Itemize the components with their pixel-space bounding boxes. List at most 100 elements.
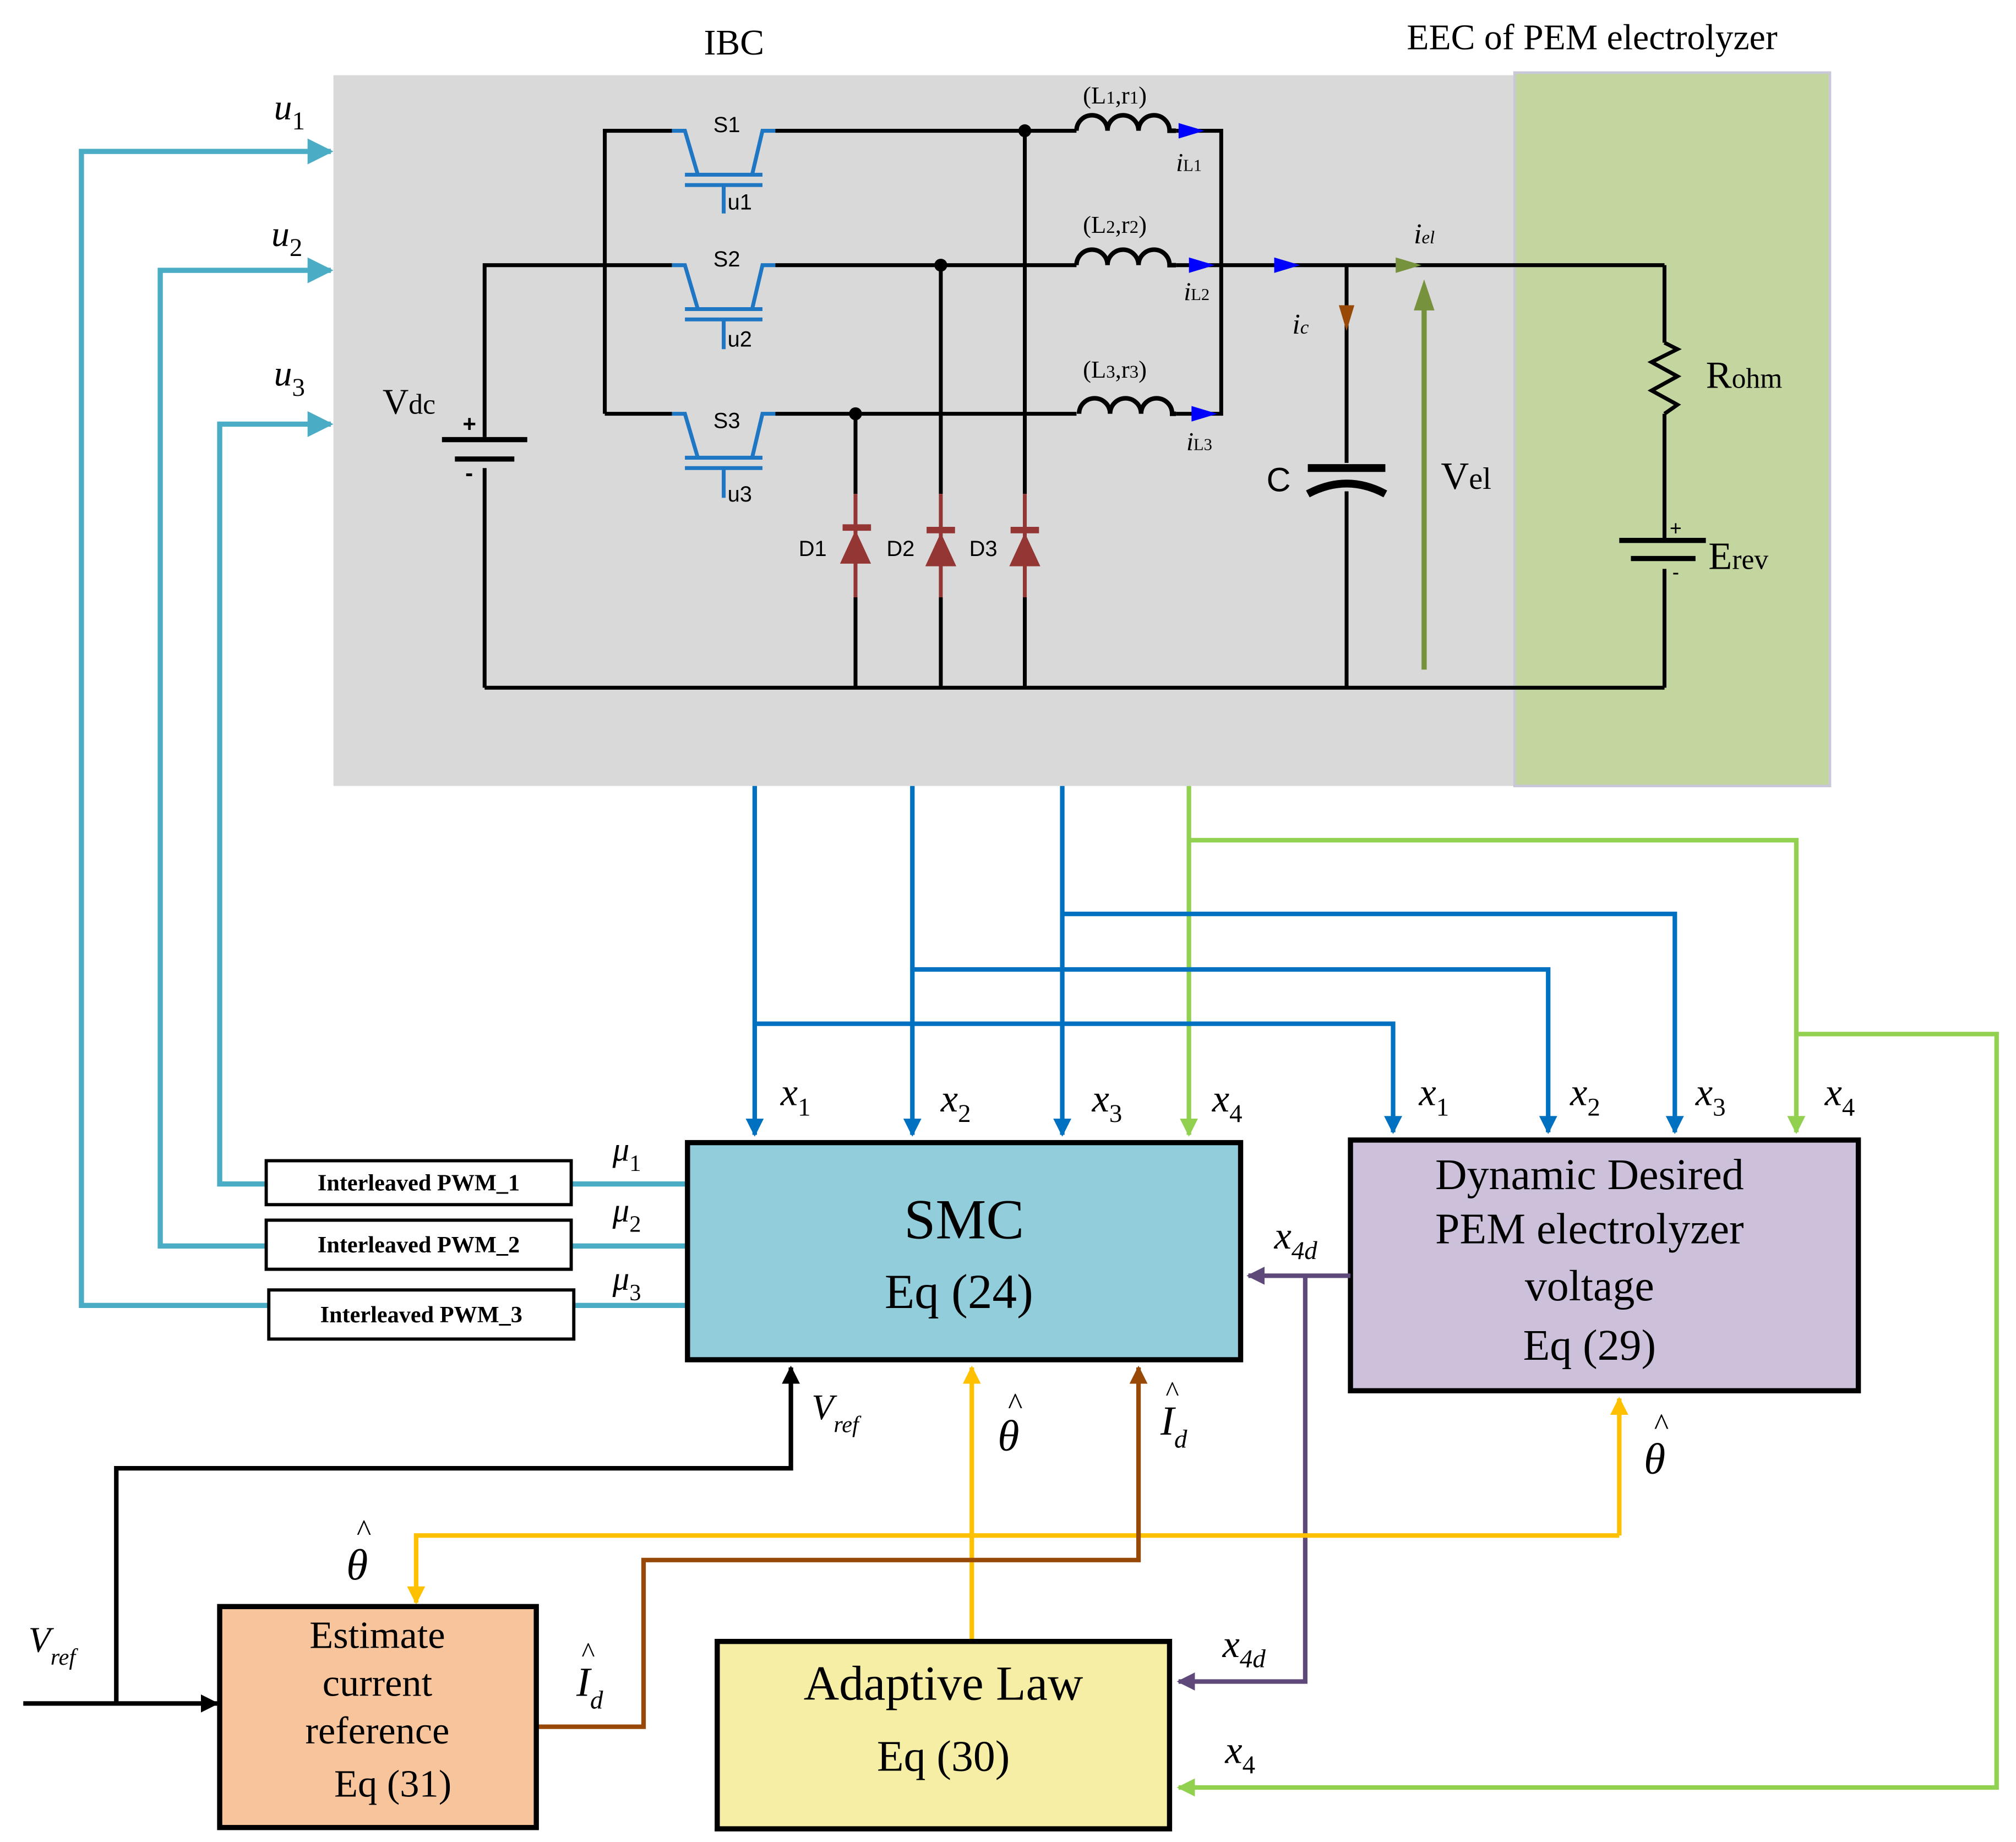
svg-text:x4: x4 bbox=[1824, 1071, 1855, 1122]
svg-text:θ: θ bbox=[346, 1541, 368, 1589]
theta-hat-lines bbox=[407, 1365, 1628, 1642]
svg-text:D2: D2 bbox=[886, 537, 914, 561]
eec-title: EEC of PEM electrolyzer bbox=[1407, 18, 1778, 58]
svg-text:x2: x2 bbox=[1570, 1071, 1600, 1122]
svg-text:PEM electrolyzer: PEM electrolyzer bbox=[1435, 1205, 1744, 1254]
svg-text:μ1: μ1 bbox=[612, 1131, 641, 1176]
ibc-title: IBC bbox=[704, 23, 765, 63]
estimate-current-reference-block: Estimate current reference Eq (31) bbox=[217, 1604, 539, 1830]
svg-text:μ2: μ2 bbox=[612, 1192, 641, 1238]
svg-text:S2: S2 bbox=[713, 247, 740, 271]
state-feedback-lines bbox=[745, 786, 1999, 1797]
vel-label: Vel bbox=[1441, 455, 1491, 498]
svg-text:x2: x2 bbox=[940, 1077, 971, 1128]
svg-text:θ: θ bbox=[1644, 1435, 1665, 1484]
u3-label: u3 bbox=[274, 353, 305, 402]
svg-text:(L2,r2): (L2,r2) bbox=[1083, 211, 1147, 238]
vdc-plus: + bbox=[462, 411, 476, 437]
svg-text:x3: x3 bbox=[1695, 1071, 1726, 1122]
switch-s1 bbox=[672, 129, 776, 214]
u2-line bbox=[157, 257, 334, 1249]
svg-text:θ: θ bbox=[998, 1412, 1019, 1460]
svg-text:Eq (24): Eq (24) bbox=[885, 1265, 1033, 1319]
eec-section bbox=[1513, 71, 1832, 788]
inductors bbox=[1074, 113, 1176, 416]
svg-text:voltage: voltage bbox=[1525, 1262, 1654, 1310]
capacitor-label: C bbox=[1266, 461, 1290, 498]
iel-label: iel bbox=[1414, 219, 1435, 250]
ic-arrow bbox=[1338, 305, 1355, 331]
state-labels-ddv: x1 x2 x3 x4 bbox=[1418, 1071, 1855, 1122]
x4d-label-smc: x4d bbox=[1274, 1214, 1318, 1265]
svg-text:^: ^ bbox=[357, 1514, 371, 1548]
pwm-block-3: Interleaved PWM_3 bbox=[267, 1288, 576, 1341]
svg-text:^: ^ bbox=[1654, 1408, 1669, 1442]
svg-text:Interleaved PWM_2: Interleaved PWM_2 bbox=[318, 1232, 520, 1258]
vref-lines bbox=[23, 1365, 800, 1713]
svg-text:x1: x1 bbox=[1418, 1071, 1449, 1122]
svg-text:SMC: SMC bbox=[904, 1188, 1024, 1251]
switch-labels: S1 u1 S2 u2 S3 u3 bbox=[713, 113, 752, 506]
x4d-lines bbox=[1176, 1266, 1351, 1691]
dynamic-desired-voltage-block: Dynamic Desired PEM electrolyzer voltage… bbox=[1348, 1137, 1861, 1393]
svg-text:iL2: iL2 bbox=[1184, 277, 1209, 306]
svg-text:^: ^ bbox=[1165, 1376, 1179, 1408]
vdc-source: + - Vdc bbox=[383, 382, 527, 486]
switch-s3 bbox=[672, 412, 776, 498]
svg-text:x3: x3 bbox=[1092, 1077, 1123, 1128]
inductor-current-arrows bbox=[1178, 123, 1300, 422]
mu-labels: μ1 μ2 μ3 bbox=[612, 1131, 641, 1306]
rohm-label: Rohm bbox=[1706, 354, 1783, 397]
inductor-labels: (L1,r1) (L2,r2) (L3,r3) bbox=[1083, 81, 1147, 383]
svg-text:iL1: iL1 bbox=[1176, 148, 1202, 177]
x4d-label-adaptive: x4d bbox=[1222, 1623, 1266, 1674]
svg-text:u3: u3 bbox=[728, 482, 752, 506]
svg-text:Adaptive Law: Adaptive Law bbox=[804, 1656, 1083, 1710]
vdc-label: Vdc bbox=[383, 382, 435, 422]
svg-text:S1: S1 bbox=[713, 113, 740, 137]
switch-s2 bbox=[672, 263, 776, 350]
svg-text:u1: u1 bbox=[728, 190, 752, 215]
svg-text:x4: x4 bbox=[1212, 1077, 1243, 1128]
erev-label: Erev bbox=[1708, 535, 1768, 577]
svg-text:Interleaved PWM_3: Interleaved PWM_3 bbox=[320, 1302, 522, 1328]
pwm-block-2: Interleaved PWM_2 bbox=[264, 1218, 573, 1271]
diode-labels: D1 D2 D3 bbox=[799, 537, 998, 561]
svg-text:+: + bbox=[1670, 516, 1682, 539]
svg-text:Eq (31): Eq (31) bbox=[334, 1762, 451, 1805]
svg-text:D1: D1 bbox=[799, 537, 827, 561]
svg-text:reference: reference bbox=[306, 1709, 450, 1752]
svg-text:Estimate: Estimate bbox=[309, 1614, 445, 1656]
rohm-resistor bbox=[1647, 341, 1682, 416]
svg-text:Id: Id bbox=[576, 1659, 603, 1714]
u-signal-lines bbox=[79, 138, 688, 1309]
svg-text:μ3: μ3 bbox=[612, 1261, 641, 1306]
theta-hat-labels: θ ^ θ ^ θ ^ bbox=[346, 1387, 1669, 1589]
id-hat-line bbox=[536, 1365, 1148, 1729]
svg-text:x1: x1 bbox=[780, 1071, 811, 1122]
svg-text:Id: Id bbox=[1160, 1398, 1187, 1453]
svg-text:-: - bbox=[1672, 560, 1680, 584]
svg-text:current: current bbox=[323, 1661, 433, 1704]
svg-text:Eq (30): Eq (30) bbox=[877, 1732, 1010, 1780]
inductor-current-labels: iL1 iL2 iL3 bbox=[1176, 148, 1212, 456]
pwm-block-1: Interleaved PWM_1 bbox=[264, 1159, 573, 1207]
u-labels: u1 u2 u3 bbox=[271, 87, 305, 401]
svg-text:Interleaved PWM_1: Interleaved PWM_1 bbox=[318, 1170, 520, 1196]
u2-label: u2 bbox=[271, 214, 302, 262]
svg-text:S3: S3 bbox=[713, 408, 740, 433]
svg-text:^: ^ bbox=[581, 1637, 595, 1669]
u1-line bbox=[79, 138, 334, 1309]
vref-label-input: Vref bbox=[29, 1620, 79, 1670]
iel-arrow bbox=[1396, 257, 1422, 273]
svg-text:^: ^ bbox=[1008, 1387, 1022, 1421]
svg-text:(L3,r3): (L3,r3) bbox=[1083, 356, 1147, 383]
x4-label-adaptive: x4 bbox=[1224, 1729, 1255, 1779]
capacitor: C bbox=[1266, 461, 1387, 498]
ibc-section bbox=[333, 75, 1515, 786]
svg-text:Eq (29): Eq (29) bbox=[1523, 1321, 1657, 1370]
vdc-minus: - bbox=[465, 460, 473, 486]
svg-text:D3: D3 bbox=[969, 537, 998, 561]
svg-text:iL3: iL3 bbox=[1186, 427, 1212, 456]
